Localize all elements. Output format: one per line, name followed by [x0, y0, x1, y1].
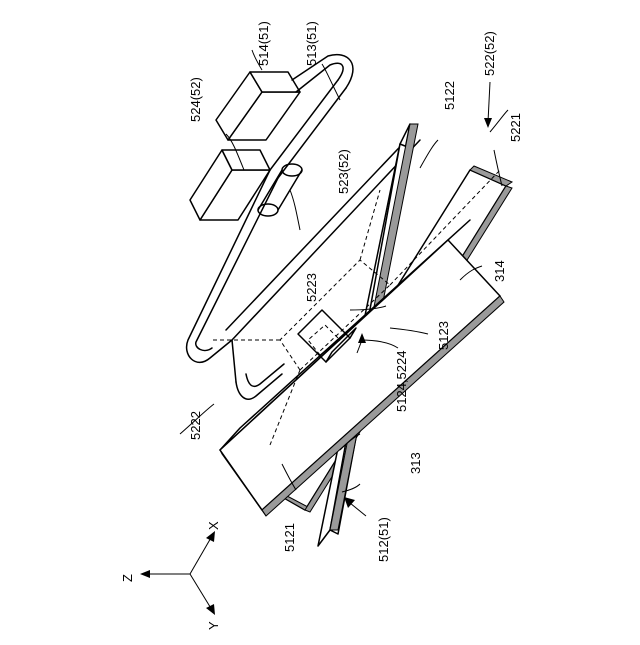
label-5124: 5124,5224	[394, 351, 409, 412]
label-522: 522(52)	[482, 31, 497, 76]
label-5121: 5121	[282, 523, 297, 552]
label-5223: 5223	[304, 273, 319, 302]
axis-label-z: Z	[120, 574, 135, 582]
label-5123: 5123	[436, 321, 451, 350]
label-523: 523(52)	[336, 149, 351, 194]
axis-label-y: Y	[206, 621, 221, 630]
label-524: 524(52)	[188, 77, 203, 122]
label-313: 313	[408, 452, 423, 474]
label-512: 512(51)	[376, 517, 391, 562]
axis-label-x: X	[206, 521, 221, 530]
axis-triad	[140, 531, 215, 615]
label-513: 513(51)	[304, 21, 319, 66]
label-5222: 5222	[188, 411, 203, 440]
label-5221: 5221	[508, 113, 523, 142]
drawing-group	[180, 50, 512, 546]
label-514: 514(51)	[256, 21, 271, 66]
label-5122: 5122	[442, 81, 457, 110]
plate-5222	[220, 220, 504, 516]
label-314: 314	[492, 260, 507, 282]
